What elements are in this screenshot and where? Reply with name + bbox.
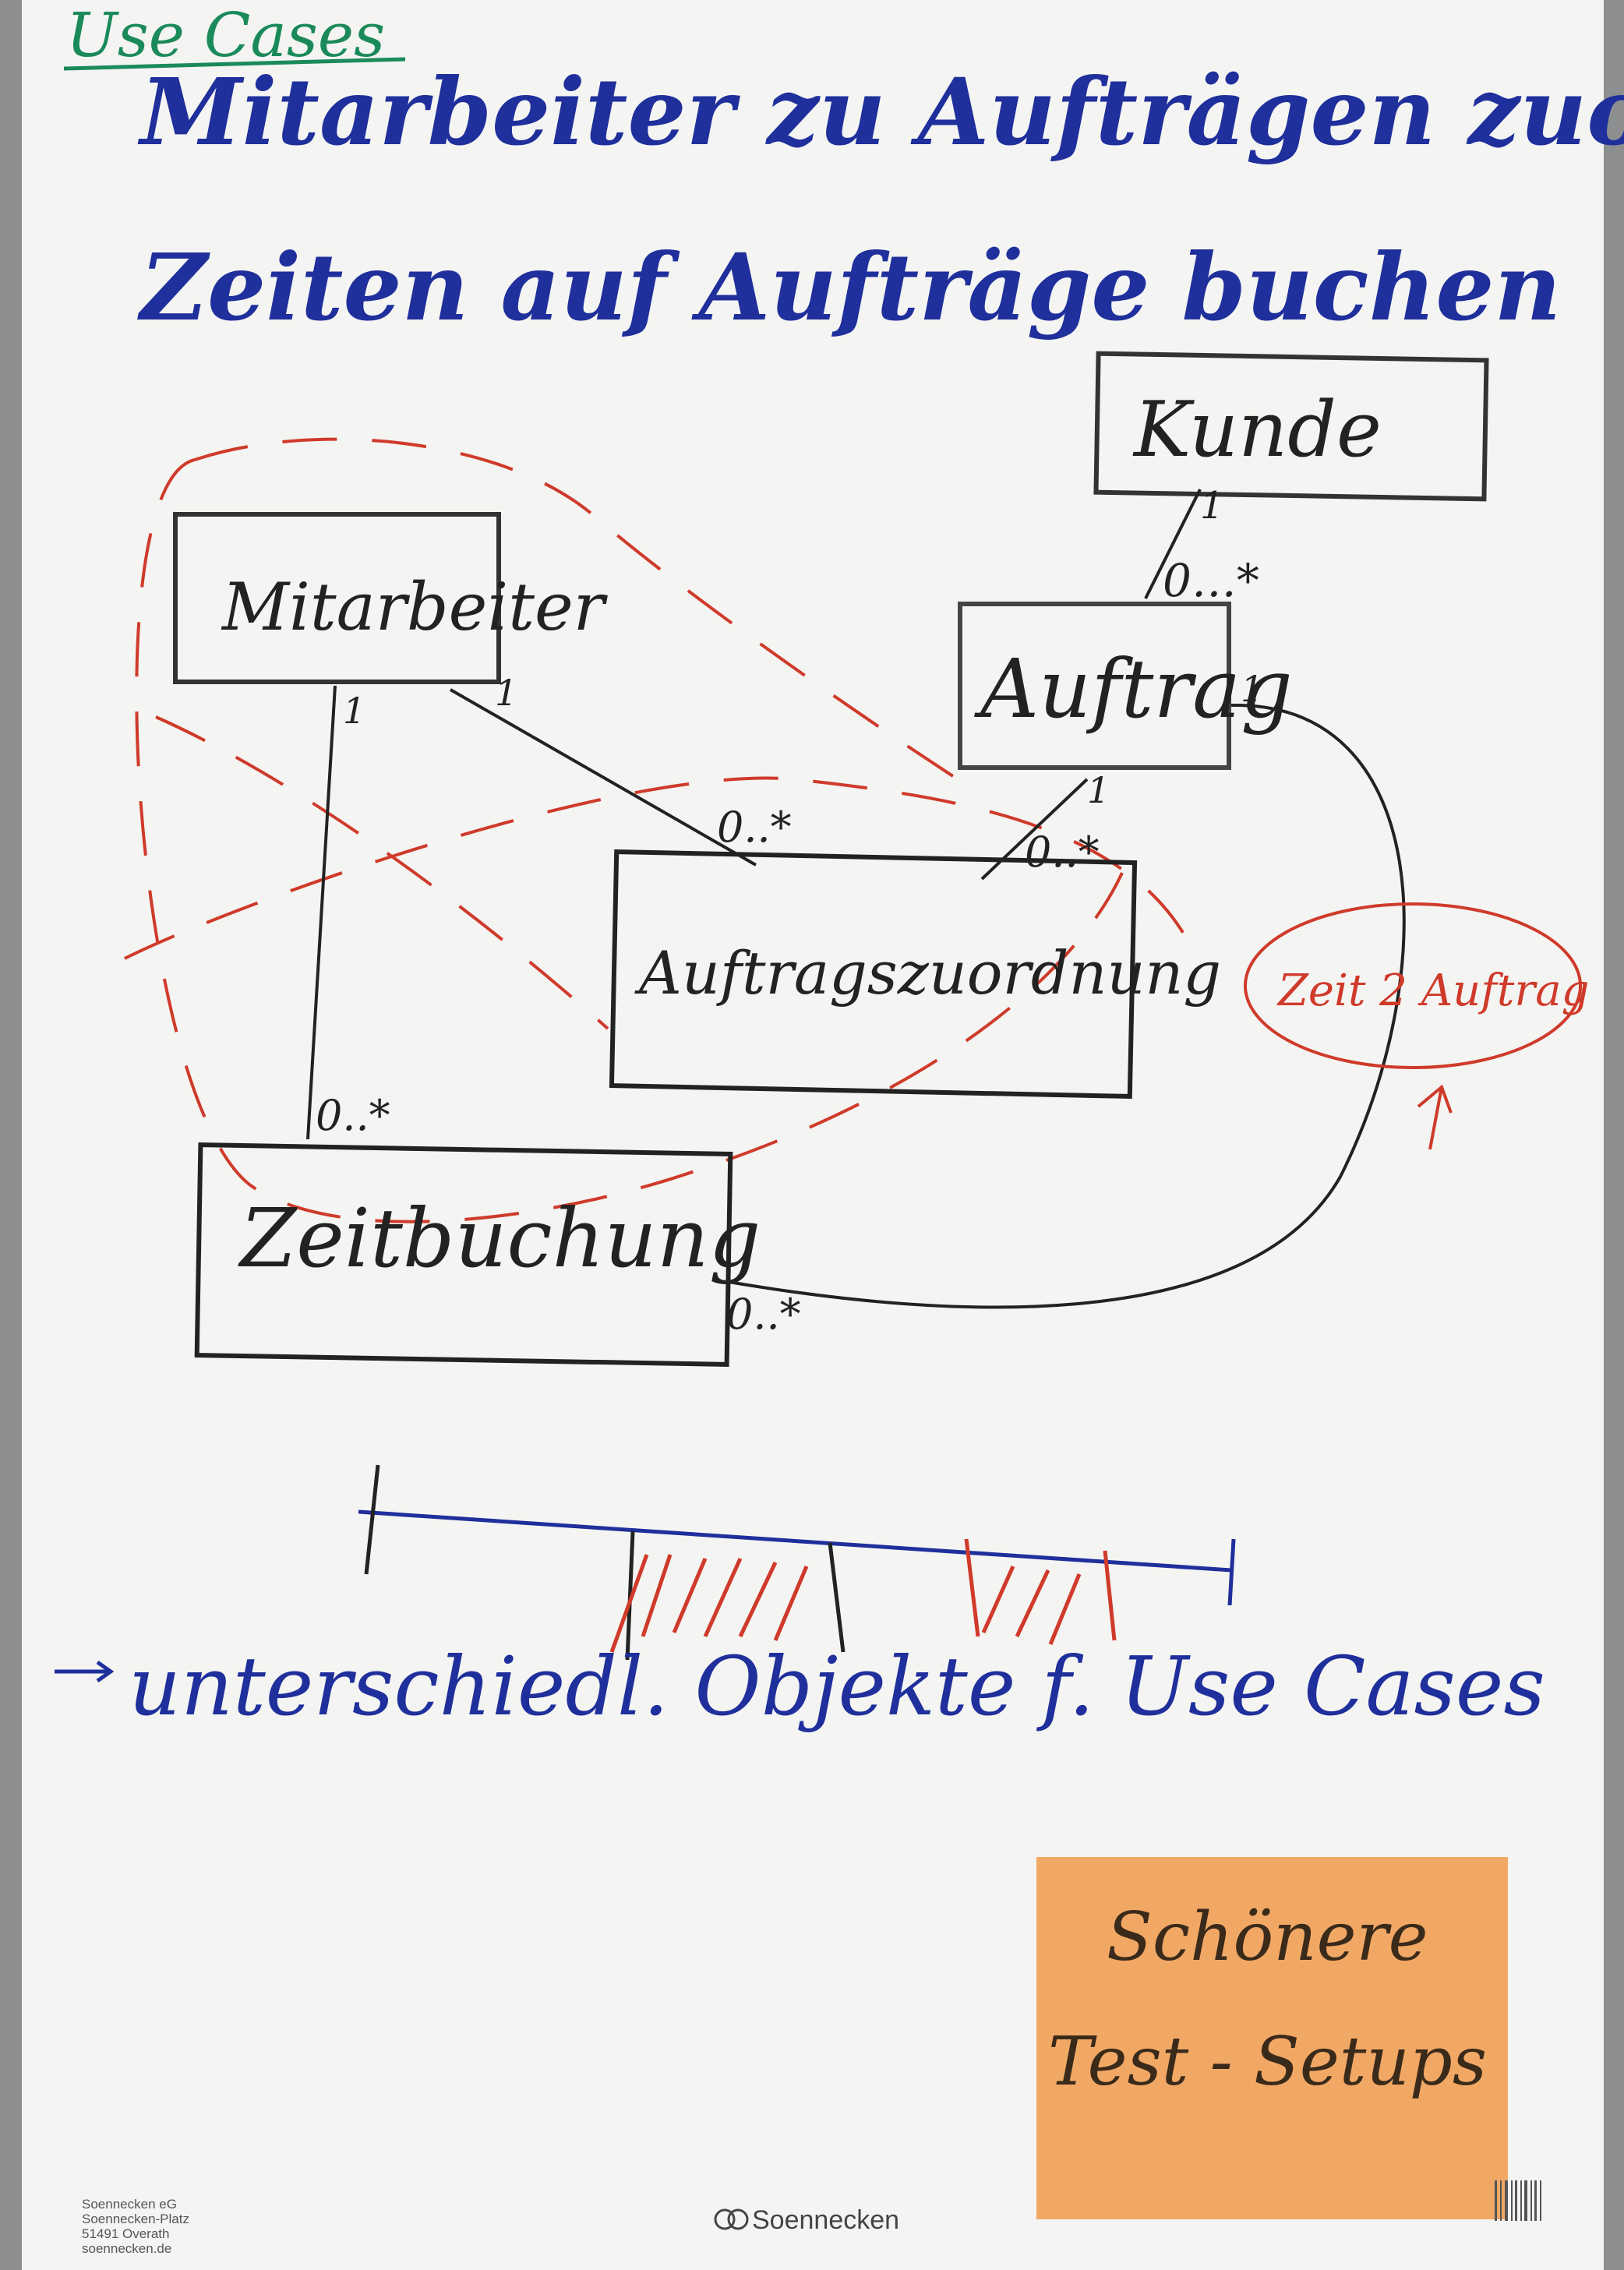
svg-text:Auftrag: Auftrag (974, 641, 1293, 736)
red-dashed-group-outline (124, 437, 1186, 1223)
use-cases-heading: Use Cases (66, 1, 385, 71)
red-annotation: Zeit 2 Auftrag (1244, 902, 1589, 1150)
svg-text:Mitarbeiter: Mitarbeiter (221, 569, 609, 645)
svg-text:Schönere: Schönere (1107, 1898, 1428, 1976)
class-zeitbuchung: Zeitbuchung (194, 1142, 761, 1367)
red-arrow-icon (1417, 1084, 1453, 1150)
sticky-note: Schönere Test - Setups (1036, 1857, 1508, 2219)
svg-text:Soennecken eG: Soennecken eG (82, 2197, 177, 2212)
mult-auftrag-zuord-many: 0..* (1025, 828, 1100, 877)
mult-auftrag-zeit-one: 1 (1241, 668, 1263, 710)
class-mitarbeiter: Mitarbeiter (173, 512, 609, 684)
class-kunde: Kunde (1093, 351, 1489, 502)
footer-brand: Soennecken (714, 2205, 899, 2235)
use-case-1: Mitarbeiter zu Aufträgen zuordnen (137, 58, 1624, 166)
soennecken-logo-icon (714, 2208, 736, 2230)
barcode (1495, 2180, 1541, 2221)
mult-auftrag-zeit-many: 0..* (726, 1290, 801, 1339)
svg-text:51491 Overath: 51491 Overath (82, 2226, 169, 2241)
mult-kunde-many: 0…* (1163, 554, 1259, 607)
mult-auftrag-zuord-one: 1 (1087, 769, 1110, 811)
footer-address: Soennecken eG Soennecken-Platz 51491 Ove… (82, 2197, 189, 2256)
conclusion: unterschiedl. Objekte f. Use Cases (55, 1639, 1545, 1734)
association-lines (306, 489, 1406, 1309)
mult-mitarbeiter-zeit-many: 0..* (316, 1091, 390, 1140)
class-auftrag: Auftrag (958, 602, 1293, 770)
svg-text:Soennecken: Soennecken (752, 2205, 899, 2235)
timeline (358, 1464, 1236, 1661)
mult-mitarbeiter-zuord-many: 0..* (717, 803, 792, 852)
mult-kunde-one: 1 (1200, 484, 1224, 528)
svg-text:unterschiedl. Objekte f. Use C: unterschiedl. Objekte f. Use Cases (129, 1639, 1545, 1734)
use-case-2: Zeiten auf Aufträge buchen (137, 233, 1561, 341)
class-auftragszuordnung: Auftragszuordnung (609, 849, 1221, 1100)
arrow-right-icon (55, 1660, 115, 1683)
svg-text:Zeit 2 Auftrag: Zeit 2 Auftrag (1276, 966, 1589, 1016)
svg-text:Soennecken-Platz: Soennecken-Platz (82, 2212, 189, 2226)
mult-mitarbeiter-zeit-one: 1 (343, 690, 365, 732)
svg-text:Zeitbuchung: Zeitbuchung (238, 1191, 761, 1286)
svg-text:Test - Setups: Test - Setups (1048, 2023, 1487, 2101)
mult-mitarbeiter-zuord-one: 1 (495, 672, 517, 714)
heading-underline (63, 57, 406, 71)
svg-text:Auftragszuordnung: Auftragszuordnung (634, 938, 1221, 1008)
svg-text:soennecken.de: soennecken.de (82, 2241, 171, 2256)
svg-text:Kunde: Kunde (1132, 386, 1382, 475)
